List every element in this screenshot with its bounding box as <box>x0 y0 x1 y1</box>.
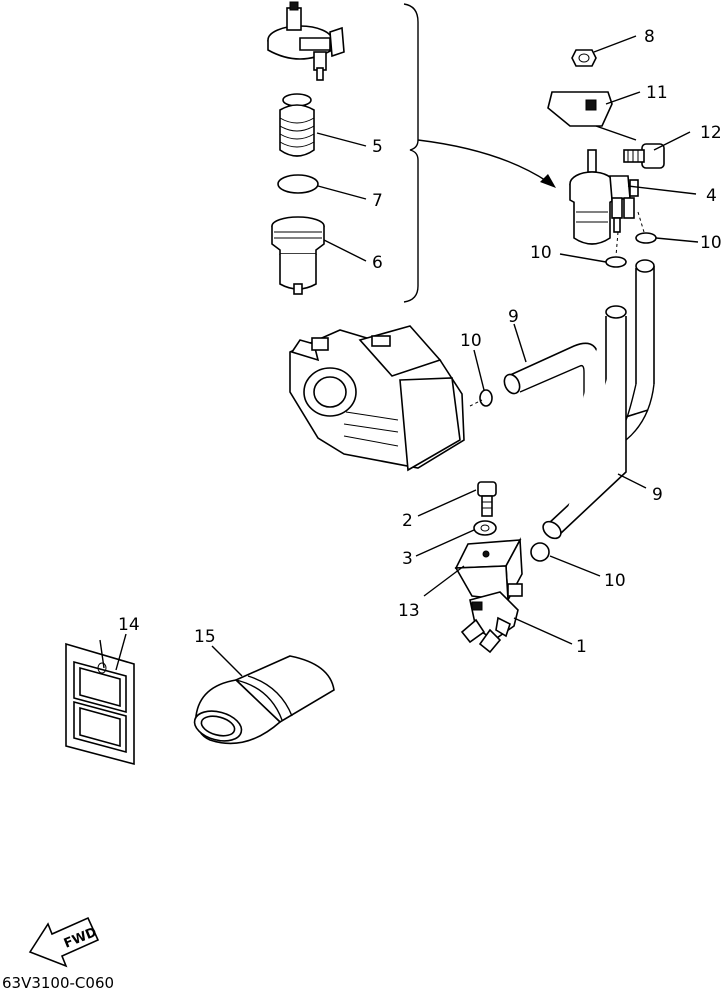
callout-6: 6 <box>372 253 383 273</box>
callout-10-carburetor: 10 <box>460 331 482 351</box>
callout-15: 15 <box>194 627 216 647</box>
callout-4: 4 <box>706 186 717 206</box>
callout-11: 11 <box>646 83 668 103</box>
exploded-arrowhead <box>540 174 556 188</box>
callout-12: 12 <box>700 123 722 143</box>
forward-direction-icon <box>28 916 100 968</box>
filter-element-part <box>279 93 315 157</box>
clamp-part <box>635 232 657 244</box>
callout-9-upper: 9 <box>508 307 519 327</box>
filter-assembly-exploded <box>267 1 556 303</box>
callout-1: 1 <box>576 637 587 657</box>
fuel-hose-part <box>542 259 655 540</box>
filter-cap-part <box>267 1 345 81</box>
clamp-part <box>479 389 493 407</box>
o-ring-part <box>277 174 319 194</box>
fuel-filter-part <box>547 49 639 245</box>
callout-3: 3 <box>402 549 413 569</box>
bolt-part <box>623 143 665 169</box>
callout-2: 2 <box>402 511 413 531</box>
callout-5: 5 <box>372 137 383 157</box>
clamp-part <box>530 542 550 562</box>
bolt-part <box>477 481 497 517</box>
exploded-arrow <box>417 139 549 183</box>
clamp-part <box>605 256 627 268</box>
filter-cup-part <box>271 216 325 295</box>
washer-part <box>473 520 497 536</box>
exploded-view-bracket <box>403 3 419 303</box>
callout-10-filter-outlet: 10 <box>700 233 722 253</box>
callout-13: 13 <box>398 601 420 621</box>
diagram-code: 63V3100-C060 <box>2 974 114 991</box>
callout-10-joint: 10 <box>604 571 626 591</box>
sleeve-part <box>193 655 335 745</box>
carburetor-part <box>289 325 465 472</box>
fuel-joint-part <box>460 583 523 654</box>
callout-9-lower: 9 <box>652 485 663 505</box>
callout-14: 14 <box>118 615 140 635</box>
callout-10-filter-inlet: 10 <box>530 243 552 263</box>
callout-8: 8 <box>644 27 655 47</box>
label-part <box>65 639 135 766</box>
bracket-part <box>454 537 523 603</box>
callout-7: 7 <box>372 191 383 211</box>
